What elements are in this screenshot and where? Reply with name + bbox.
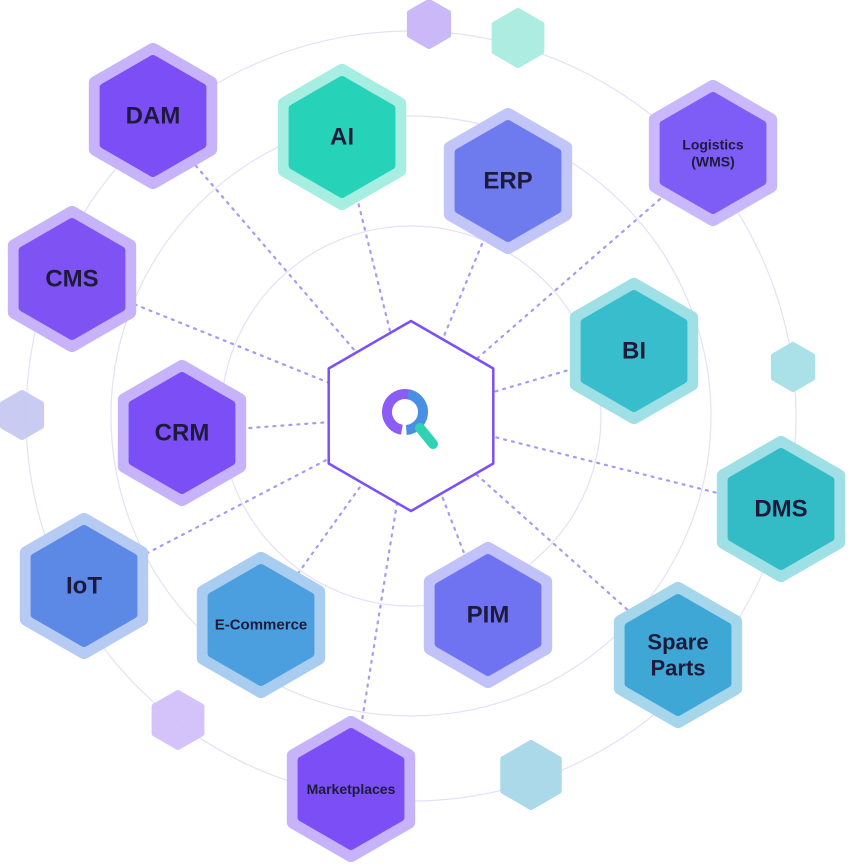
node-spareparts-label: Spare bbox=[647, 629, 708, 654]
decorative-hexagon bbox=[0, 390, 45, 440]
decorative-hexagon bbox=[500, 740, 562, 810]
node-cms[interactable]: CMS bbox=[7, 206, 137, 352]
decorative-hexagon bbox=[406, 0, 452, 49]
node-dms[interactable]: DMS bbox=[716, 436, 846, 582]
center-hexagon bbox=[327, 319, 495, 513]
q-search-logo-icon bbox=[382, 389, 438, 449]
node-dms-label: DMS bbox=[754, 496, 807, 523]
node-bi[interactable]: BI bbox=[569, 278, 699, 424]
node-hexagon bbox=[288, 76, 396, 198]
node-hexagon bbox=[207, 564, 315, 686]
decorative-hexagons bbox=[0, 0, 816, 810]
decorative-hexagon bbox=[151, 690, 205, 750]
orbit-ring bbox=[110, 115, 712, 717]
node-pim[interactable]: PIM bbox=[423, 542, 553, 688]
node-hexagon bbox=[580, 290, 688, 412]
node-hexagon bbox=[454, 120, 562, 242]
node-hexagon bbox=[30, 525, 138, 647]
node-hexagon bbox=[659, 92, 767, 214]
decorative-hexagon bbox=[770, 342, 816, 392]
node-logistics[interactable]: Logistics(WMS) bbox=[648, 80, 778, 226]
node-hexagon bbox=[128, 372, 236, 494]
node-crm-label: CRM bbox=[155, 420, 210, 447]
node-ai[interactable]: AI bbox=[277, 64, 407, 210]
node-hexagon bbox=[99, 55, 207, 177]
node-logistics-label: Logistics bbox=[682, 137, 744, 153]
node-cms-label: CMS bbox=[45, 266, 98, 293]
node-dam-label: DAM bbox=[126, 103, 181, 130]
node-iot-label: IoT bbox=[66, 573, 102, 600]
node-marketplaces[interactable]: Marketplaces bbox=[286, 716, 416, 862]
node-erp-label: ERP bbox=[483, 168, 532, 195]
node-crm[interactable]: CRM bbox=[117, 360, 247, 506]
node-pim-label: PIM bbox=[467, 602, 510, 629]
node-bi-label: BI bbox=[622, 338, 646, 365]
node-ecommerce-label: E-Commerce bbox=[215, 617, 308, 634]
system-nodes: DAM AI ERP Logistics(WMS) CMS BI CRM DMS IoT E-Co… bbox=[7, 43, 846, 862]
node-hexagon bbox=[18, 218, 126, 340]
node-marketplaces-label: Marketplaces bbox=[307, 781, 396, 797]
node-hexagon bbox=[727, 448, 835, 570]
node-hexagon bbox=[297, 728, 405, 850]
node-logistics-sublabel: (WMS) bbox=[691, 153, 735, 169]
center-hub bbox=[327, 319, 495, 513]
connector-iot bbox=[82, 414, 413, 588]
node-ai-label: AI bbox=[330, 124, 354, 151]
node-hexagon bbox=[624, 594, 732, 716]
node-iot[interactable]: IoT bbox=[19, 513, 149, 659]
node-dam[interactable]: DAM bbox=[88, 43, 218, 189]
decorative-hexagon bbox=[491, 8, 545, 68]
node-spareparts-sublabel: Parts bbox=[650, 656, 705, 681]
node-ecommerce[interactable]: E-Commerce bbox=[196, 552, 326, 698]
node-erp[interactable]: ERP bbox=[443, 108, 573, 254]
node-hexagon bbox=[434, 554, 542, 676]
